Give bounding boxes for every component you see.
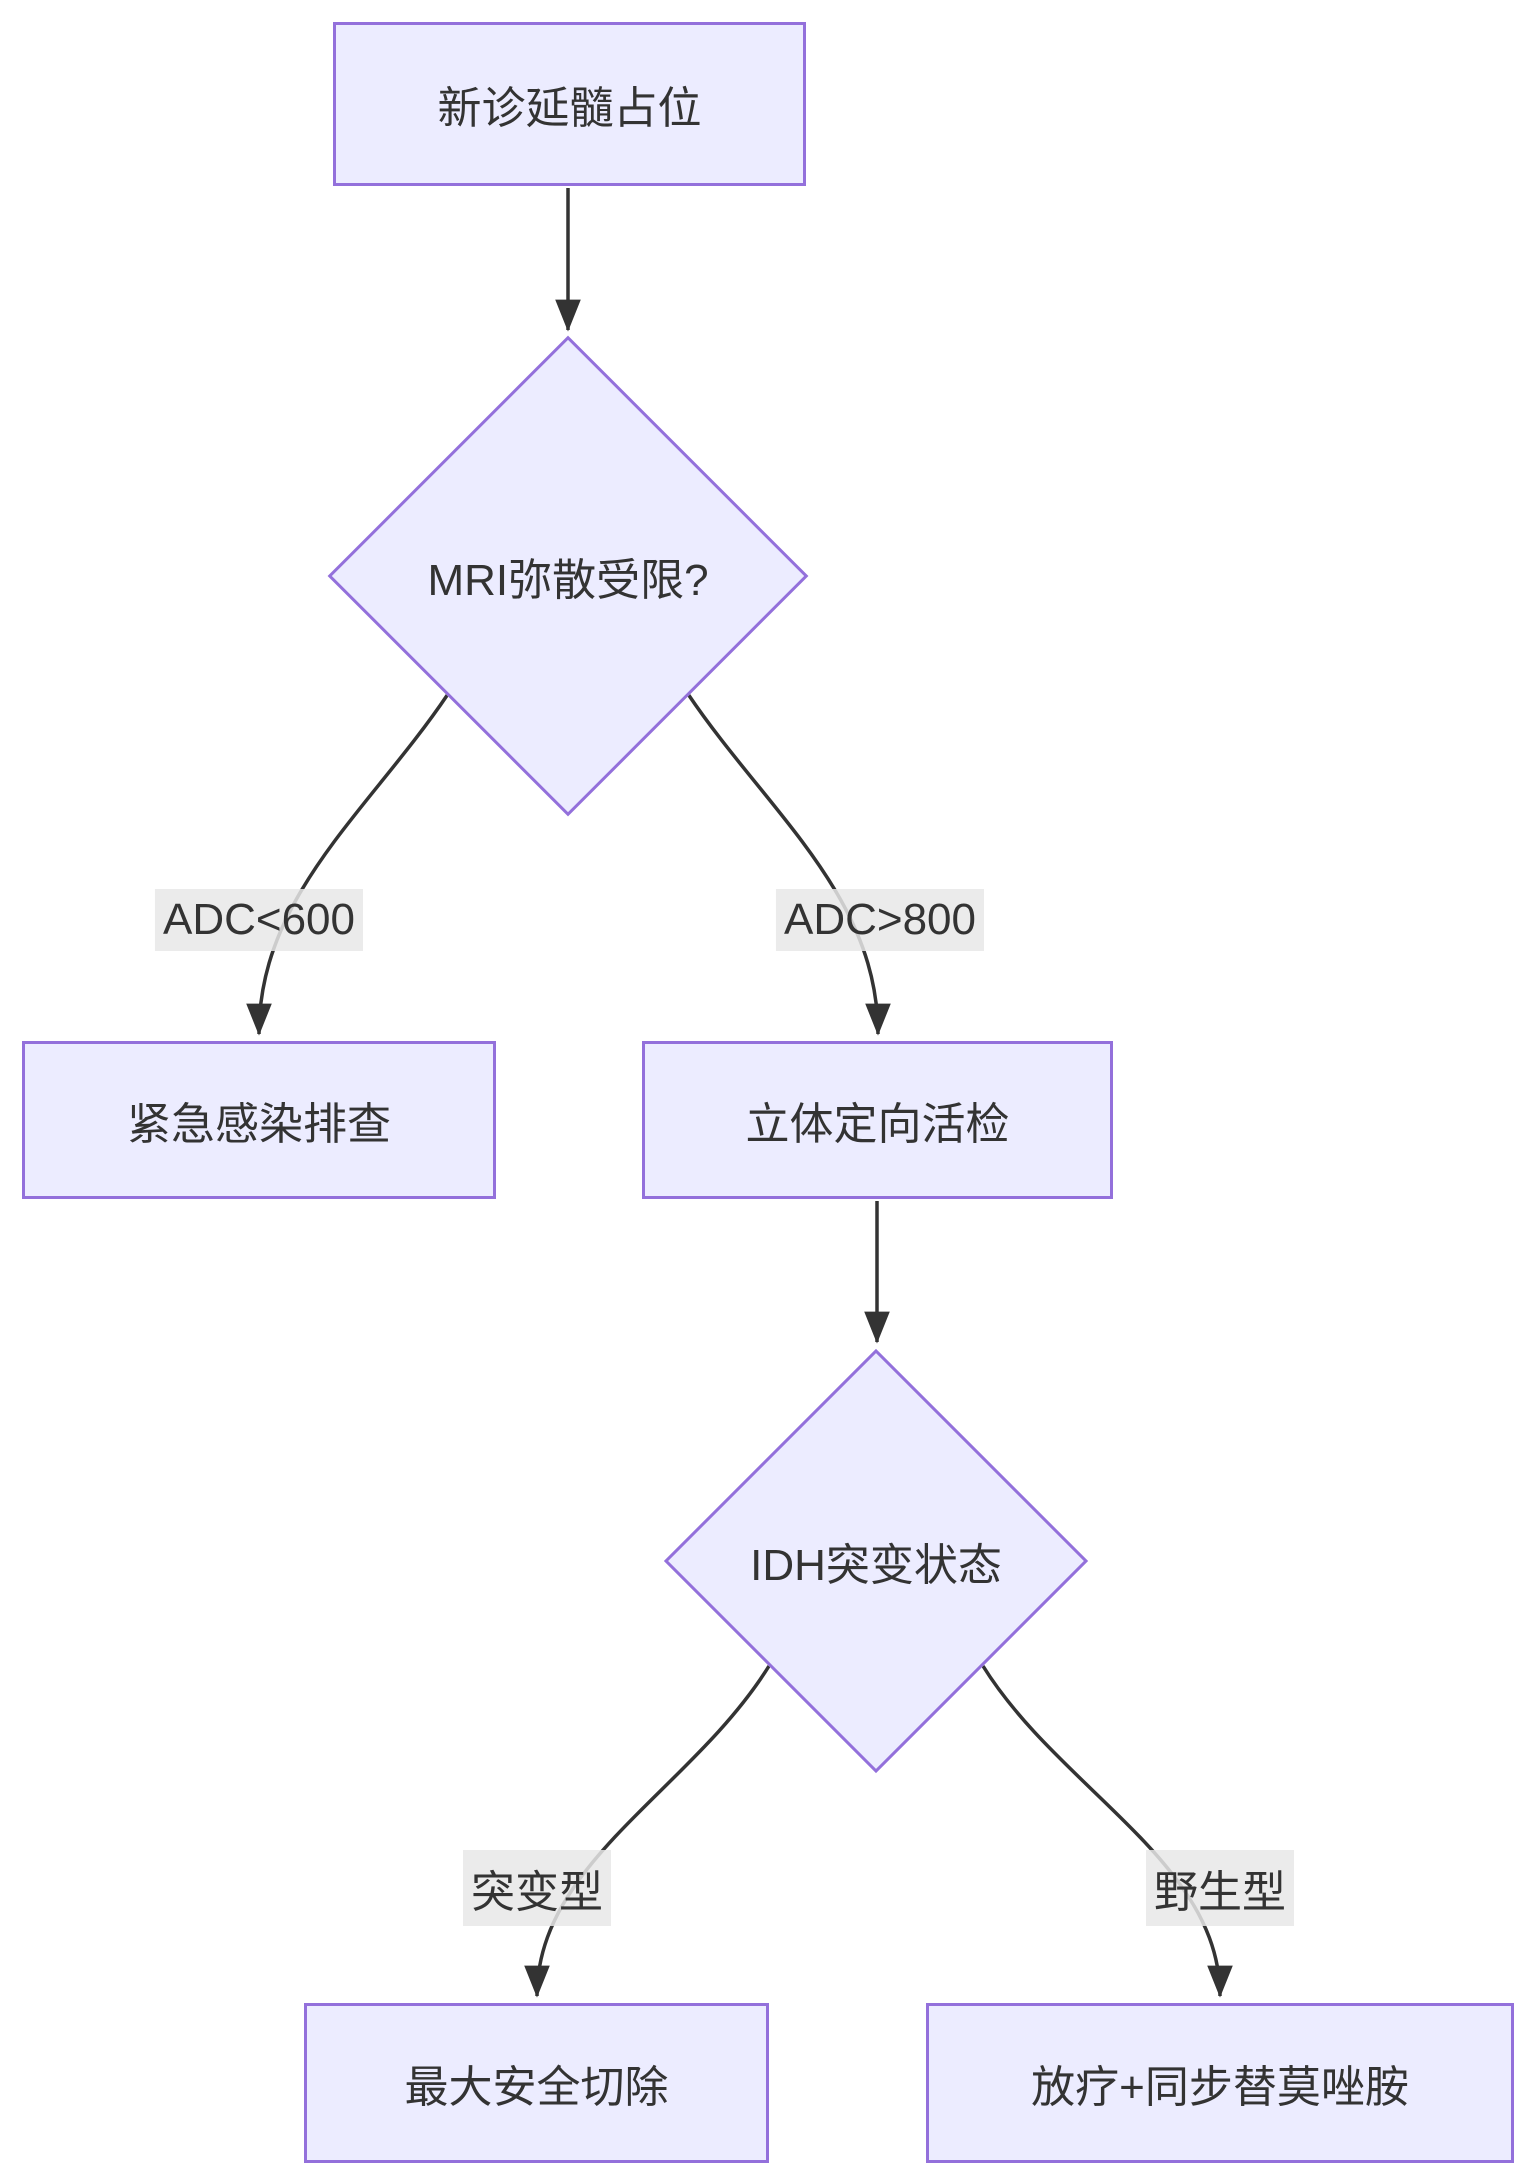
- node-max-safe-resection-label: 最大安全切除: [404, 2063, 669, 2112]
- node-stereotactic-biopsy-label: 立体定向活检: [745, 1100, 1010, 1149]
- node-max-safe-resection: 最大安全切除: [304, 2003, 769, 2163]
- node-stereotactic-biopsy: 立体定向活检: [642, 1041, 1113, 1199]
- edge-label-mutant: 突变型: [463, 1850, 611, 1926]
- edge-label-wildtype: 野生型: [1146, 1850, 1294, 1926]
- edge-label-adc-high: ADC>800: [775, 889, 985, 951]
- edge-mri-to-infection: [246, 693, 450, 1036]
- decision-mri-diffusion-label: MRI弥散受限?: [427, 556, 709, 605]
- edge-idh-to-resection: [524, 1665, 771, 1998]
- decision-idh-status-label: IDH突变状态: [750, 1541, 1002, 1590]
- edge-mri-to-biopsy: [686, 693, 891, 1036]
- edge-idh-to-radio-tmz: [981, 1665, 1233, 1998]
- node-infection-workup-label: 紧急感染排查: [127, 1100, 391, 1149]
- node-start-label: 新诊延髓占位: [437, 84, 702, 133]
- node-infection-workup: 紧急感染排查: [22, 1041, 496, 1199]
- edge-label-adc-low: ADC<600: [154, 889, 364, 951]
- node-radiotherapy-tmz-label: 放疗+同步替莫唑胺: [1031, 2063, 1409, 2112]
- node-start: 新诊延髓占位: [333, 22, 806, 186]
- node-radiotherapy-tmz: 放疗+同步替莫唑胺: [926, 2003, 1514, 2163]
